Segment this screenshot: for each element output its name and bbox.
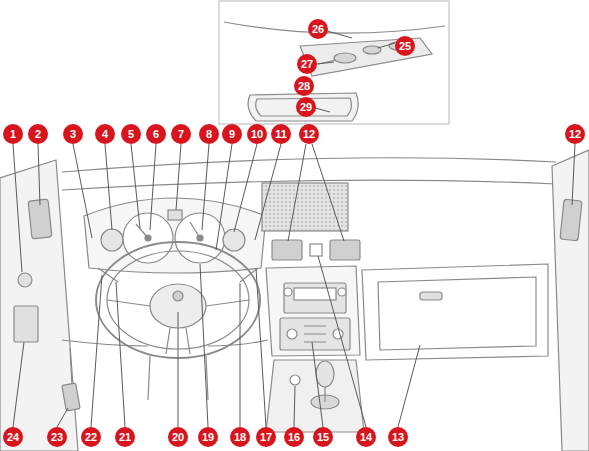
callout-number: 6: [146, 124, 166, 144]
callout-number: 17: [256, 427, 276, 447]
callout-number: 11: [271, 124, 291, 144]
callout-number: 3: [63, 124, 83, 144]
callout-number: 28: [294, 76, 314, 96]
callout-number: 9: [222, 124, 242, 144]
callout-number: 5: [121, 124, 141, 144]
callout-number: 23: [47, 427, 67, 447]
callout-number: 22: [81, 427, 101, 447]
callout-number: 2: [28, 124, 48, 144]
callout-number: 27: [297, 54, 317, 74]
callout-number: 29: [296, 97, 316, 117]
callout-number: 7: [171, 124, 191, 144]
callout-number: 10: [247, 124, 267, 144]
callout-number: 1: [3, 124, 23, 144]
callout-number: 25: [395, 36, 415, 56]
callout-number: 12: [565, 124, 585, 144]
callout-number: 24: [3, 427, 23, 447]
callout-number: 26: [308, 19, 328, 39]
callout-number: 8: [199, 124, 219, 144]
callout-number: 21: [115, 427, 135, 447]
callout-number: 18: [230, 427, 250, 447]
callout-number: 12: [299, 124, 319, 144]
callout-number: 14: [356, 427, 376, 447]
callout-number: 19: [198, 427, 218, 447]
callout-number: 20: [168, 427, 188, 447]
callout-number: 4: [95, 124, 115, 144]
callout-number: 15: [313, 427, 333, 447]
callout-number: 13: [388, 427, 408, 447]
callout-number: 16: [284, 427, 304, 447]
